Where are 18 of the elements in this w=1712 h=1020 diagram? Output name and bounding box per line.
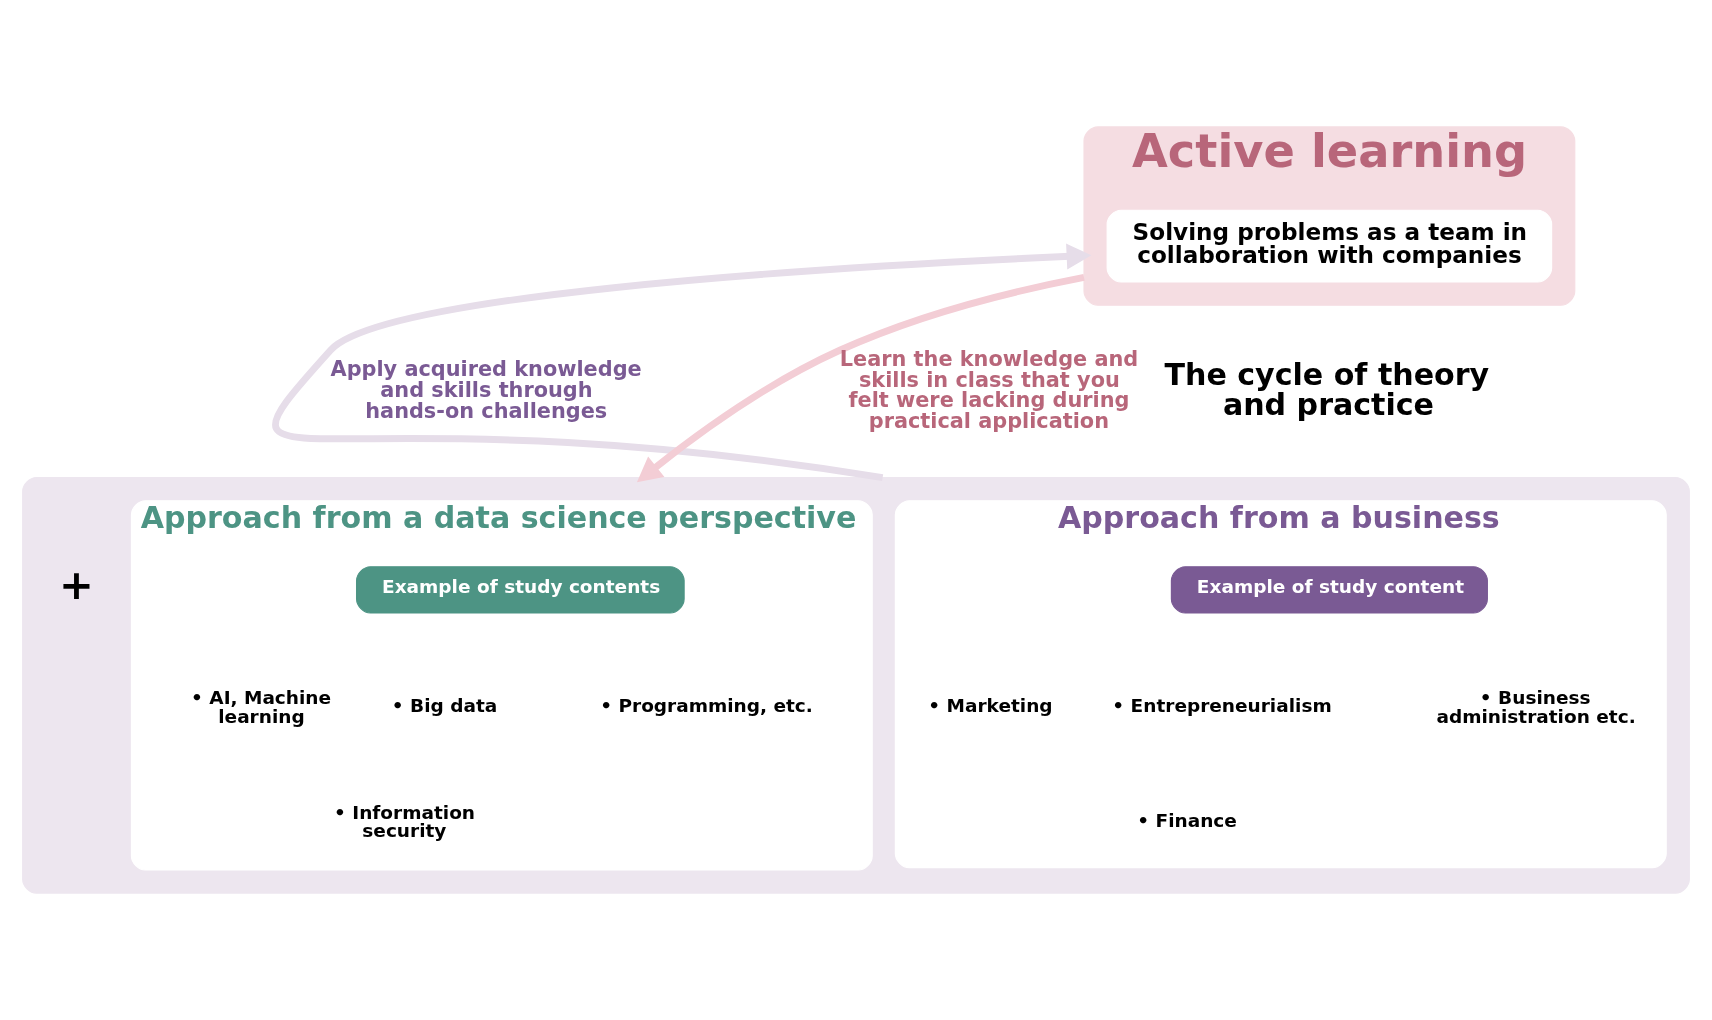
cluster [22,477,1690,894]
label: • Marketing [928,695,1053,717]
label: The cycle of theory and practice [1164,356,1490,422]
edge-label: Learn the knowledge and skills in class that you felt were lacking during practical application [839,346,1139,434]
label: • Business administration etc. [1436,687,1636,727]
label: • Finance [1137,809,1237,831]
edge-label: Apply acquired knowledge and skills through hands-on challenges [330,357,642,423]
node-box: Solving problems as a team in collaboration with companies [1106,209,1553,283]
arrow [636,274,1085,483]
arrow [272,243,1092,482]
node-box: Example of study contents [356,566,685,614]
label: • Big data [391,695,498,717]
label: + [59,559,95,609]
node-box: Example of study content [1170,566,1488,614]
label: • Entrepreneurialism [1112,695,1332,717]
label: • Information security [334,801,476,842]
label: • Programming, etc. [600,695,813,717]
label: • AI, Machine learning [191,687,332,727]
